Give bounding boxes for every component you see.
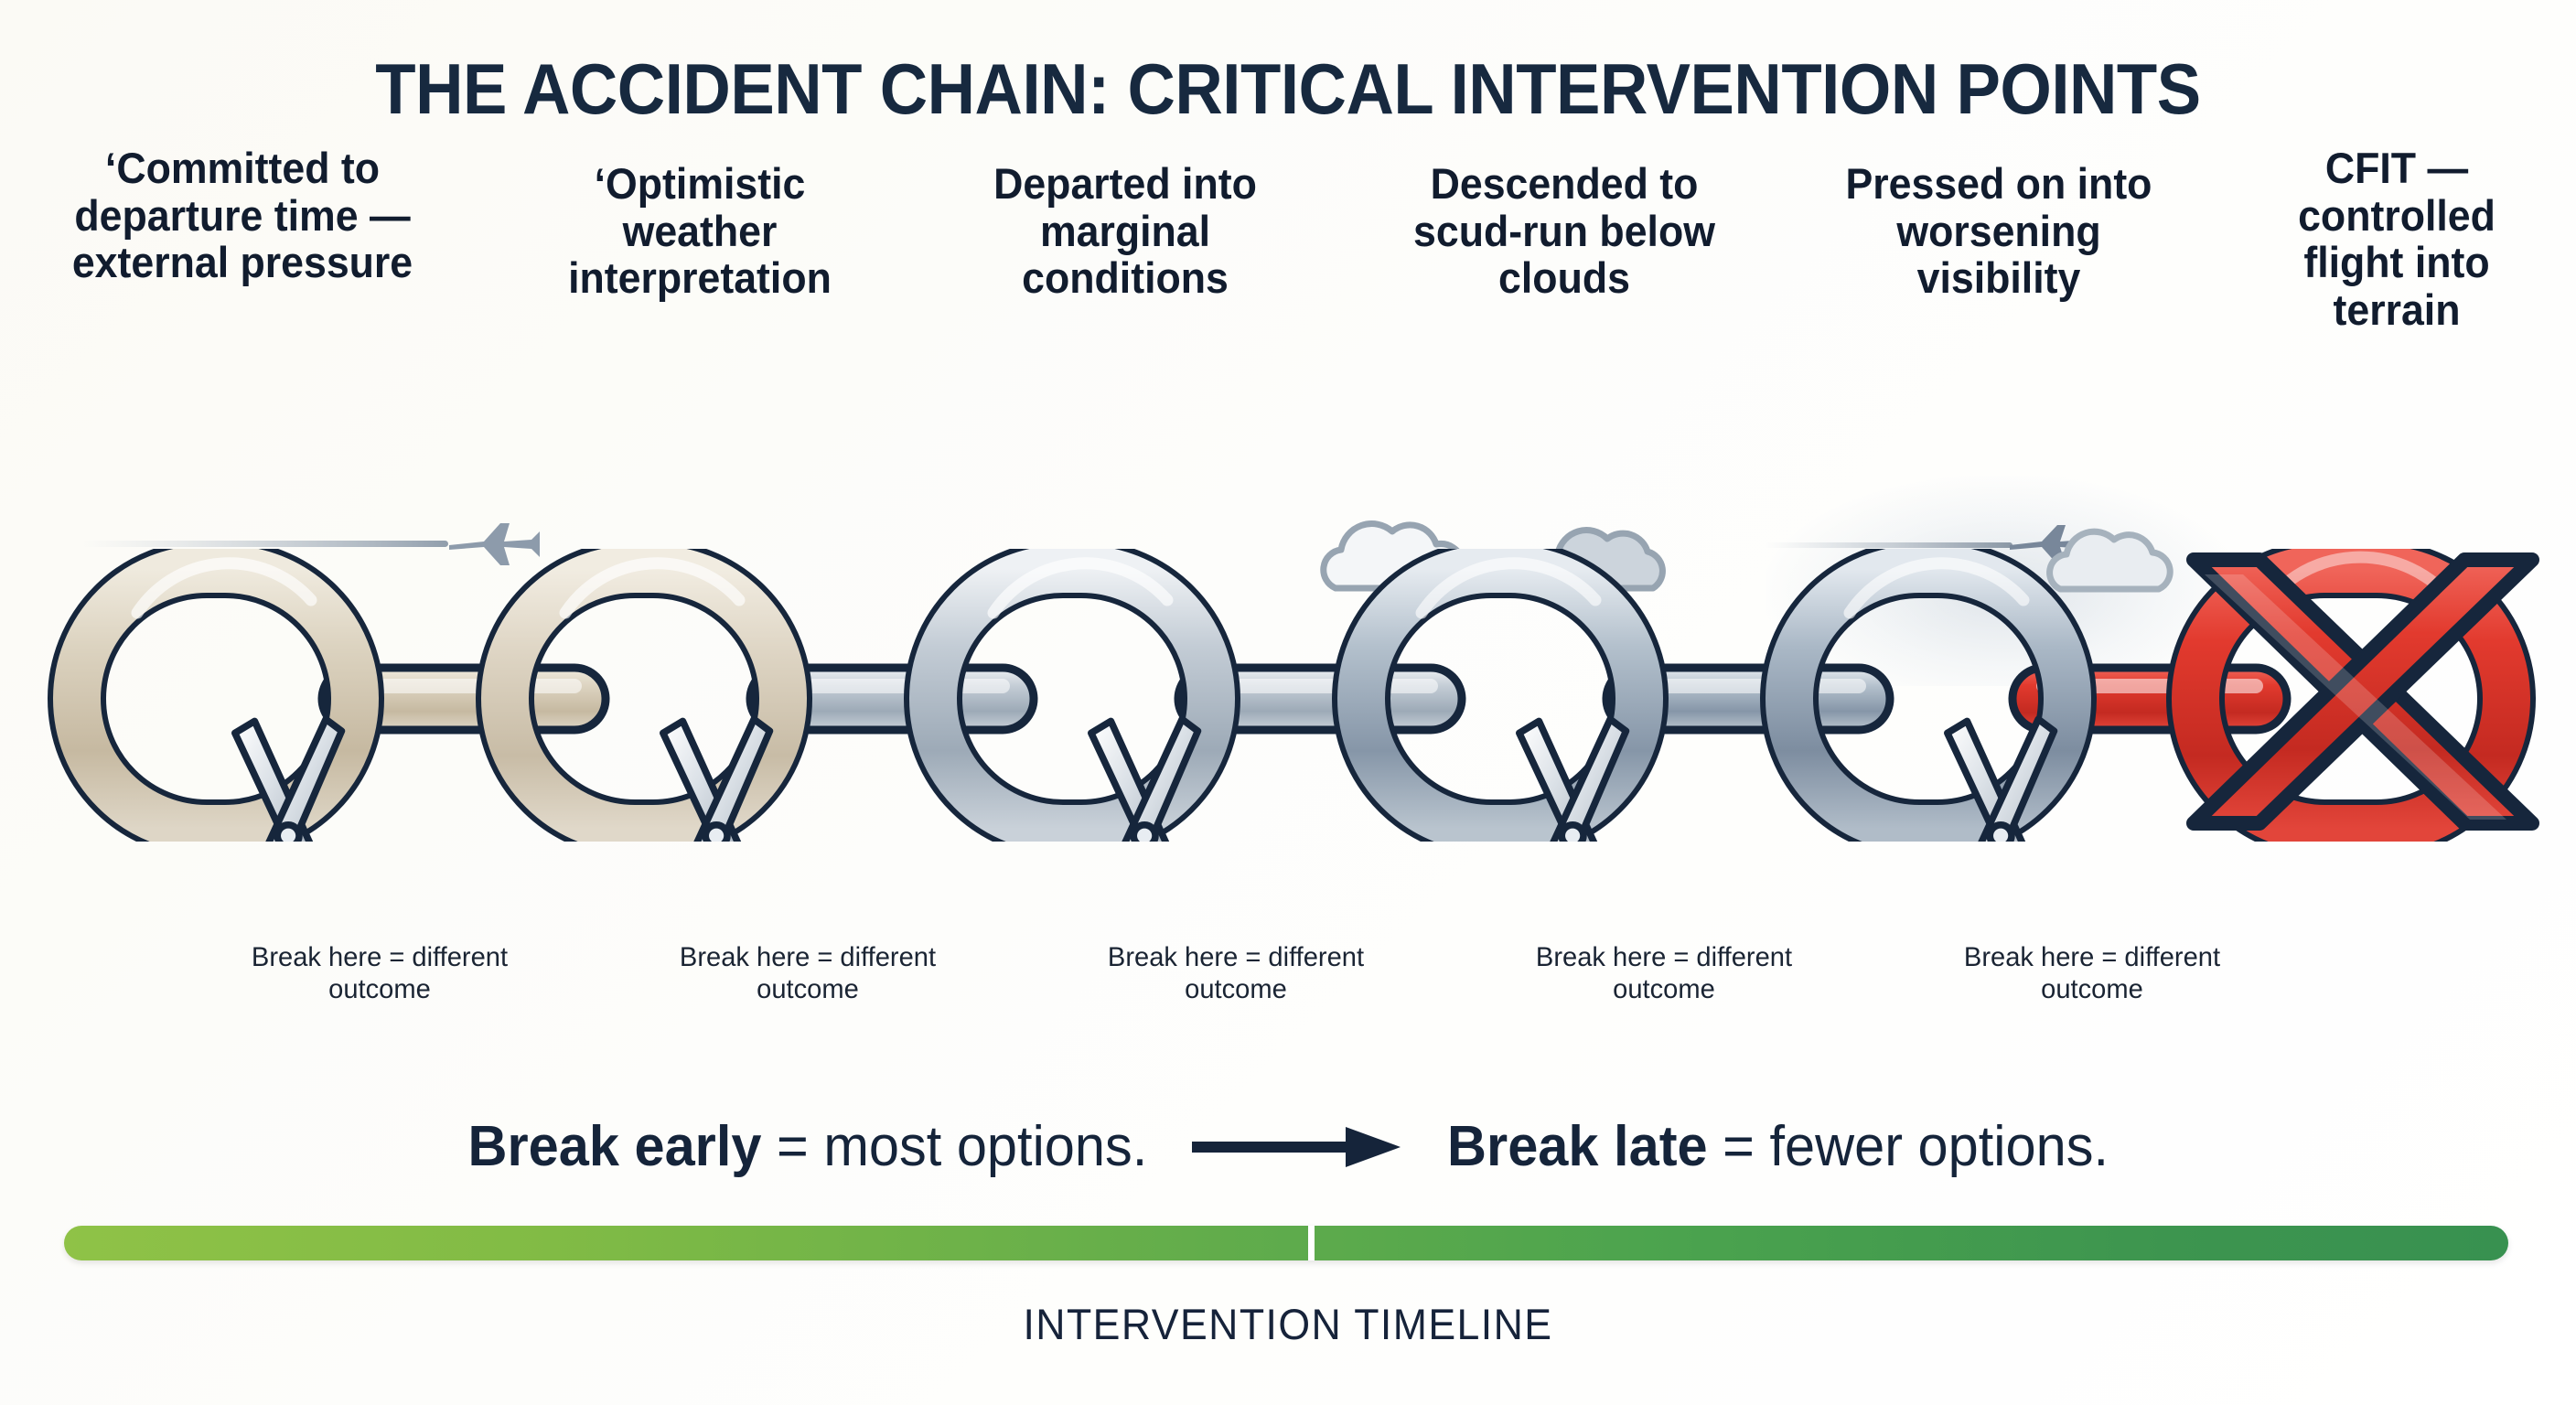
timeline-caption: INTERVENTION TIMELINE (1023, 1300, 1553, 1348)
stage-label-2: ‘Optimistic weather interpretation (568, 159, 832, 303)
chain-link-5 (1760, 549, 2097, 842)
summary-line: Break early = most options. Break late =… (0, 1114, 2576, 1179)
intervention-timeline-bar (64, 1226, 2508, 1260)
timeline-midpoint-divider (1308, 1226, 1315, 1260)
scissors-group (231, 715, 2058, 842)
failure-x-icon (2186, 552, 2539, 831)
chain-link-6-broken (2166, 549, 2536, 842)
accident-chain-graphic (0, 549, 2576, 842)
break-caption-4: Break here = different outcome (1535, 942, 1793, 1004)
stage-label-1: ‘Committed to departure time — external … (71, 144, 413, 287)
arrow-right-icon (1192, 1126, 1401, 1167)
summary-early: Break early = most options. (467, 1114, 1147, 1179)
stage-label-4: Descended to scud-run below clouds (1413, 159, 1715, 303)
break-caption-3: Break here = different outcome (1107, 942, 1365, 1004)
summary-late-strong: Break late (1447, 1115, 1708, 1178)
summary-early-rest: = most options. (776, 1115, 1147, 1178)
stage-label-6: CFIT — controlled flight into terrain (2298, 144, 2496, 335)
airplane-in-haze-icon (1766, 525, 2113, 564)
break-caption-1: Break here = different outcome (251, 942, 509, 1004)
break-caption-2: Break here = different outcome (679, 942, 937, 1004)
chain-link-4 (1332, 549, 1669, 842)
chain-link-1 (48, 549, 384, 842)
airplane-contrail-icon (82, 523, 540, 565)
break-caption-5: Break here = different outcome (1963, 942, 2221, 1004)
chain-link-2 (476, 549, 812, 842)
summary-late-rest: = fewer options. (1723, 1115, 2109, 1178)
summary-late: Break late = fewer options. (1447, 1114, 2109, 1179)
summary-early-strong: Break early (467, 1115, 762, 1178)
stage-label-3: Departed into marginal conditions (993, 159, 1257, 303)
stage-label-5: Pressed on into worsening visibility (1845, 159, 2152, 303)
page-title: THE ACCIDENT CHAIN: CRITICAL INTERVENTIO… (375, 48, 2201, 129)
chain-link-3 (904, 549, 1240, 842)
cloud-icon-right (2046, 528, 2174, 593)
